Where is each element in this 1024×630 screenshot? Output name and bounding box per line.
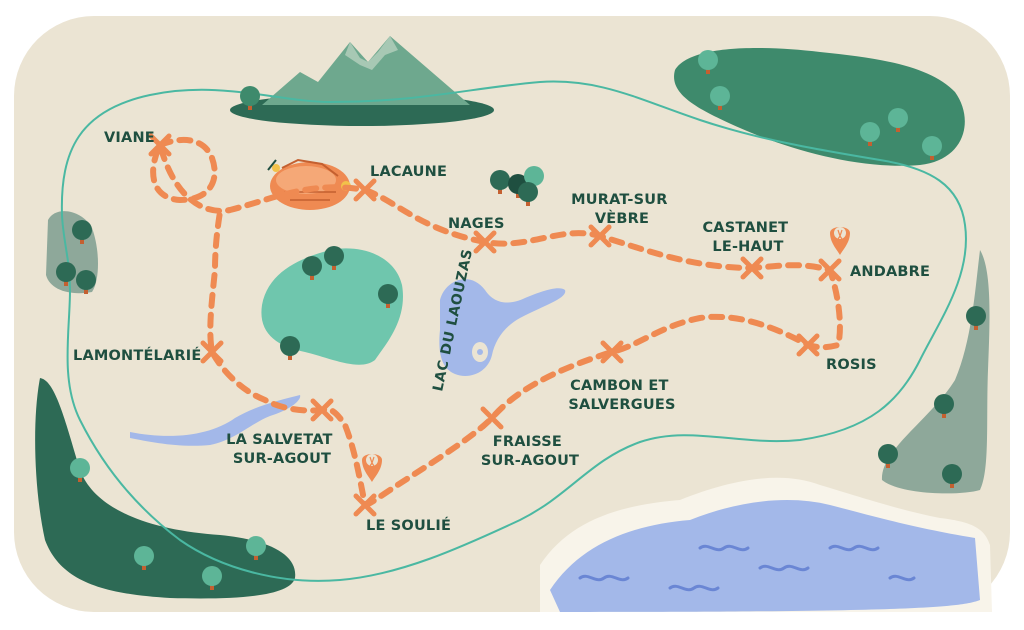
region-border bbox=[60, 80, 967, 582]
label-nages: NAGES bbox=[448, 216, 505, 232]
label-lacaune: LACAUNE bbox=[370, 164, 447, 180]
cross-marker-icon bbox=[148, 133, 172, 157]
tree-icon bbox=[710, 86, 730, 110]
tree-icon bbox=[922, 136, 942, 160]
label-fraisse-sur-agout: FRAISSE SUR-AGOUT bbox=[481, 434, 579, 469]
cross-marker-icon bbox=[818, 258, 842, 282]
pond bbox=[261, 248, 403, 365]
tree-icon bbox=[966, 306, 986, 330]
large-lake-water bbox=[550, 500, 980, 612]
cross-marker-icon bbox=[473, 230, 497, 254]
stop-markers bbox=[148, 133, 842, 517]
cross-marker-icon bbox=[200, 340, 224, 364]
tree-icon bbox=[72, 220, 92, 244]
hiker-icon bbox=[830, 227, 850, 255]
hiker-icon bbox=[362, 454, 382, 482]
cross-marker-icon bbox=[310, 398, 334, 422]
cross-marker-icon bbox=[480, 406, 504, 430]
cross-marker-icon bbox=[796, 333, 820, 357]
tree-icon bbox=[490, 170, 510, 194]
tree-icon bbox=[324, 246, 344, 270]
tree-icon bbox=[246, 536, 266, 560]
trees-group bbox=[56, 50, 986, 590]
tree-icon bbox=[56, 262, 76, 286]
lac-du-laouzas bbox=[439, 279, 566, 376]
tree-icon bbox=[878, 444, 898, 468]
tree-icon bbox=[698, 50, 718, 74]
cross-marker-icon bbox=[740, 256, 764, 280]
label-rosis: ROSIS bbox=[826, 357, 877, 373]
forest-bottom-left bbox=[35, 378, 296, 599]
river-agout bbox=[130, 395, 301, 446]
label-le-soulie: LE SOULIÉ bbox=[366, 517, 451, 534]
mountain-icon bbox=[230, 36, 494, 126]
tree-icon bbox=[942, 464, 962, 488]
label-la-salvetat-sur-agout: LA SALVETAT SUR-AGOUT bbox=[226, 432, 338, 467]
cross-marker-icon bbox=[588, 224, 612, 248]
tree-icon bbox=[240, 86, 260, 110]
tree-icon bbox=[202, 566, 222, 590]
tree-icon bbox=[76, 270, 96, 294]
water-waves bbox=[578, 544, 916, 592]
tree-icon bbox=[888, 108, 908, 132]
cross-marker-icon bbox=[353, 493, 377, 517]
tree-icon bbox=[518, 182, 538, 206]
hill-right bbox=[881, 250, 990, 494]
tree-icon bbox=[280, 336, 300, 360]
label-andabre: ANDABRE bbox=[850, 264, 930, 280]
tree-icon bbox=[934, 394, 954, 418]
label-cambon-et-salvergues: CAMBON ET SALVERGUES bbox=[568, 378, 675, 413]
place-labels: VIANE LACAUNE NAGES MURAT-SUR VÈBRE CAST… bbox=[73, 130, 930, 534]
tree-icon bbox=[134, 546, 154, 570]
cross-marker-icon bbox=[353, 178, 377, 202]
label-lamontelarie: LAMONTÉLARIÉ bbox=[73, 347, 201, 364]
label-murat-sur-vebre: MURAT-SUR VÈBRE bbox=[571, 192, 673, 227]
forest-top-right bbox=[674, 47, 965, 166]
tree-icon bbox=[302, 256, 322, 280]
tree-icon bbox=[860, 122, 880, 146]
label-castanet-le-haut: CASTANET LE-HAUT bbox=[702, 220, 793, 255]
tree-icon bbox=[378, 284, 398, 308]
label-viane: VIANE bbox=[104, 130, 155, 146]
cross-marker-icon bbox=[600, 340, 624, 364]
tree-icon bbox=[70, 458, 90, 482]
